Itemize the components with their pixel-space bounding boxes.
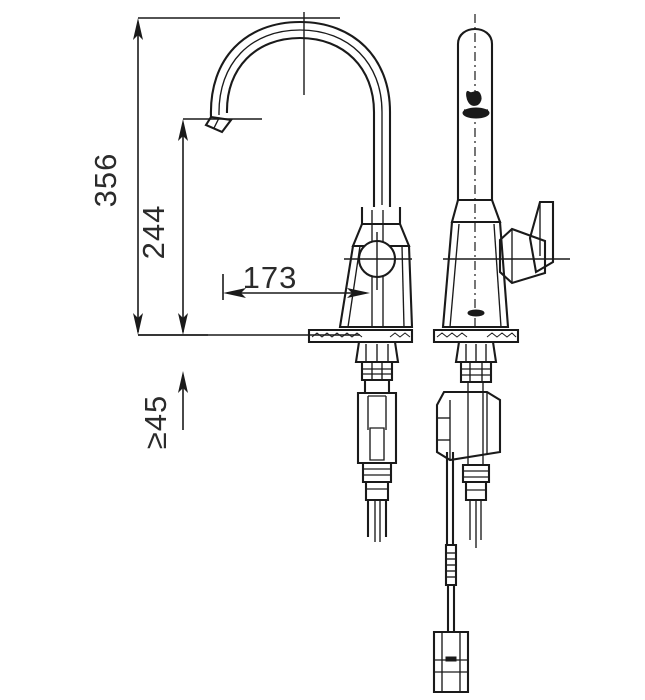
dim-label-244: 244 xyxy=(136,205,171,260)
dim-spout-height: 244 xyxy=(136,118,262,335)
deck-plate xyxy=(307,328,414,344)
side-escutcheon-cone xyxy=(454,340,498,364)
quick-connect-fitting xyxy=(364,480,390,502)
side-view xyxy=(432,14,570,694)
shank-collar xyxy=(363,378,391,395)
lever-handle xyxy=(528,200,555,274)
spout-outlet-detail xyxy=(213,117,220,129)
arrow-down-244 xyxy=(178,313,188,335)
dim-overall-height: 356 xyxy=(88,17,340,336)
body-upper-collar xyxy=(360,207,402,226)
spout-outlet-tip xyxy=(204,115,233,134)
arrow-up-356 xyxy=(133,18,143,40)
arrow-up-45 xyxy=(178,371,188,393)
side-base-marker xyxy=(467,309,485,317)
dim-min-clearance: ≥45 xyxy=(138,371,188,449)
handle-hub xyxy=(498,227,547,285)
control-valve-box xyxy=(435,390,502,462)
dim-label-45: ≥45 xyxy=(138,395,173,450)
side-mounting-nut xyxy=(459,360,493,384)
side-spout-tube xyxy=(456,28,494,202)
side-body-inner-right xyxy=(493,223,502,328)
body-taper-inner-right xyxy=(401,245,405,328)
deck-gasket-hatch xyxy=(311,332,411,338)
cartridge-stem xyxy=(369,427,385,461)
side-body-shoulder xyxy=(450,198,502,224)
dim-label-356: 356 xyxy=(88,153,123,208)
side-deck-gasket-hatch xyxy=(436,332,517,338)
arrow-up-244 xyxy=(178,119,188,141)
side-quick-connect xyxy=(464,480,488,502)
mounting-nut xyxy=(360,360,394,382)
side-hose-connector xyxy=(461,463,491,484)
arrow-left-173 xyxy=(223,288,246,298)
side-deck-plate xyxy=(432,328,520,344)
hose-counterweight xyxy=(432,630,470,694)
front-view xyxy=(204,12,414,542)
spout-outer-wall xyxy=(209,20,392,207)
dim-label-173: 173 xyxy=(243,260,298,295)
dimension-group: 356 244 173 ≥45 xyxy=(88,17,370,449)
side-body-inner-left xyxy=(449,223,460,328)
spout-bore-centerline xyxy=(218,29,383,205)
escutcheon-cone xyxy=(354,340,400,364)
spout-indicator-icon xyxy=(466,90,482,106)
control-box-bevel xyxy=(486,391,501,401)
arrow-down-356 xyxy=(133,313,143,335)
hose-connector xyxy=(361,461,393,484)
weight-clamp-screw xyxy=(445,656,457,662)
valve-cartridge xyxy=(356,391,398,465)
spout-inner-wall xyxy=(225,36,376,207)
side-body-taper xyxy=(441,220,510,329)
